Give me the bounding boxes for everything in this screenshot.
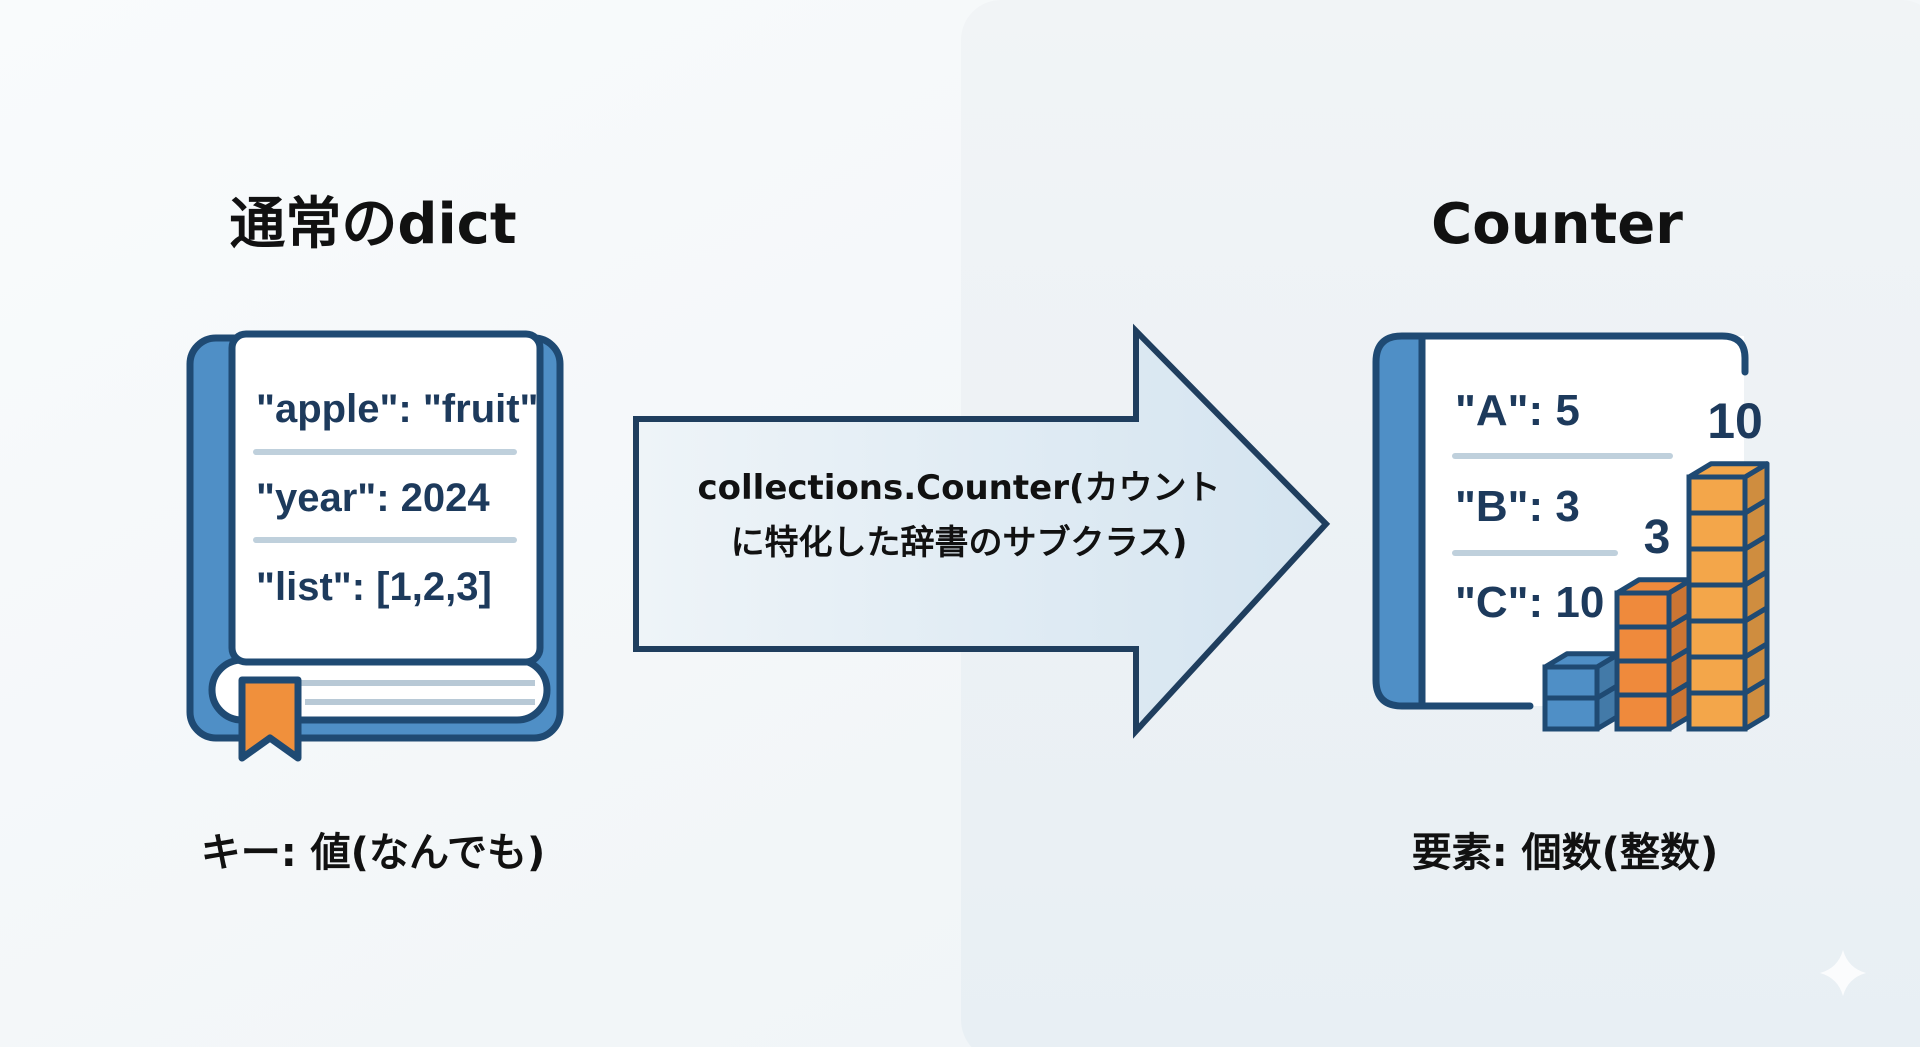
- counter-entry: "A": 5: [1455, 386, 1580, 435]
- cube: [1686, 510, 1748, 552]
- cube: [1614, 590, 1672, 630]
- cube: [1686, 654, 1748, 696]
- counter-entry: "C": 10: [1455, 578, 1604, 627]
- cube: [1614, 624, 1672, 664]
- cube-stack: [1542, 651, 1622, 732]
- sparkle-icon: [1820, 950, 1866, 996]
- cube: [1686, 474, 1748, 516]
- dict-title: 通常のdict: [229, 192, 516, 257]
- dict-entry: "list": [1,2,3]: [256, 565, 492, 609]
- cube: [1686, 618, 1748, 660]
- cube: [1614, 692, 1672, 732]
- cube: [1686, 546, 1748, 588]
- arrow-label-line1: collections.Counter(カウント: [698, 468, 1221, 508]
- cube: [1614, 658, 1672, 698]
- cube: [1542, 664, 1600, 701]
- counter-title: Counter: [1431, 192, 1683, 257]
- stack-label-tall: 10: [1707, 393, 1763, 449]
- dict-entry: "year": 2024: [256, 476, 490, 520]
- cube-stack: [1686, 461, 1770, 732]
- dict-caption: キー: 値(なんでも): [201, 830, 545, 876]
- bookmark-icon: [238, 676, 302, 762]
- count-cube-stacks: [1542, 461, 1770, 732]
- counter-caption: 要素: 個数(整数): [1412, 830, 1718, 876]
- arrow-label-line2: に特化した辞書のサブクラス): [731, 523, 1188, 563]
- dict-book-icon: [186, 330, 564, 762]
- stack-label-mid: 3: [1644, 511, 1671, 564]
- cube-stack: [1614, 577, 1694, 732]
- cube-top: [1686, 461, 1770, 480]
- counter-entry: "B": 3: [1455, 482, 1580, 531]
- cube: [1686, 690, 1748, 732]
- arrow-shape: [633, 323, 1331, 739]
- cube: [1542, 695, 1600, 732]
- cube: [1686, 582, 1748, 624]
- dict-entry: "apple": "fruit": [256, 387, 539, 431]
